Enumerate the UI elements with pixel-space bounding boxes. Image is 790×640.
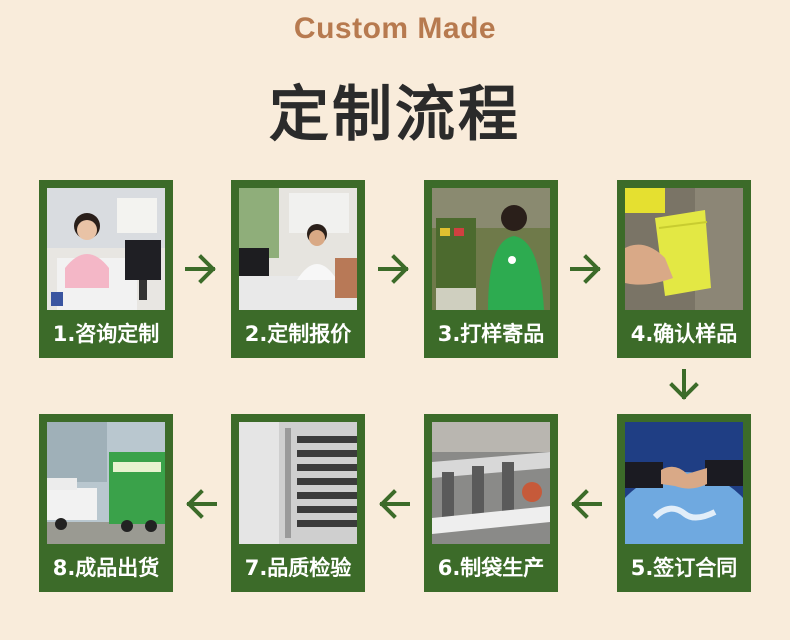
inspection-photo-icon [239, 422, 357, 544]
step-card-5: 5.签订合同 [617, 414, 751, 592]
step-label: 3.打样寄品 [437, 322, 545, 346]
arrow-left-icon [568, 486, 604, 522]
step-label: 7.品质检验 [244, 556, 352, 580]
quotation-photo-icon [239, 188, 357, 310]
step-label: 1.咨询定制 [52, 322, 160, 346]
step-card-7: 7.品质检验 [231, 414, 365, 592]
step-card-8: 8.成品出货 [39, 414, 173, 592]
sample-confirm-photo-icon [625, 188, 743, 310]
step-label: 4.确认样品 [630, 322, 738, 346]
step-card-3: 3.打样寄品 [424, 180, 558, 358]
sampling-photo-icon [432, 188, 550, 310]
arrow-right-icon [183, 251, 219, 287]
arrow-left-icon [376, 486, 412, 522]
arrow-right-icon [568, 251, 604, 287]
step-label: 2.定制报价 [244, 322, 352, 346]
consultation-photo-icon [47, 188, 165, 310]
step-card-1: 1.咨询定制 [39, 180, 173, 358]
step-label: 6.制袋生产 [437, 556, 545, 580]
step-card-2: 2.定制报价 [231, 180, 365, 358]
step-label: 8.成品出货 [52, 556, 160, 580]
arrow-right-icon [376, 251, 412, 287]
production-photo-icon [432, 422, 550, 544]
page-title: 定制流程 [269, 80, 521, 150]
step-card-6: 6.制袋生产 [424, 414, 558, 592]
step-card-4: 4.确认样品 [617, 180, 751, 358]
step-label: 5.签订合同 [630, 556, 738, 580]
subtitle: Custom Made [293, 12, 497, 45]
delivery-truck-photo-icon [47, 422, 165, 544]
arrow-left-icon [183, 486, 219, 522]
arrow-down-icon [666, 367, 702, 403]
handshake-photo-icon [625, 422, 743, 544]
